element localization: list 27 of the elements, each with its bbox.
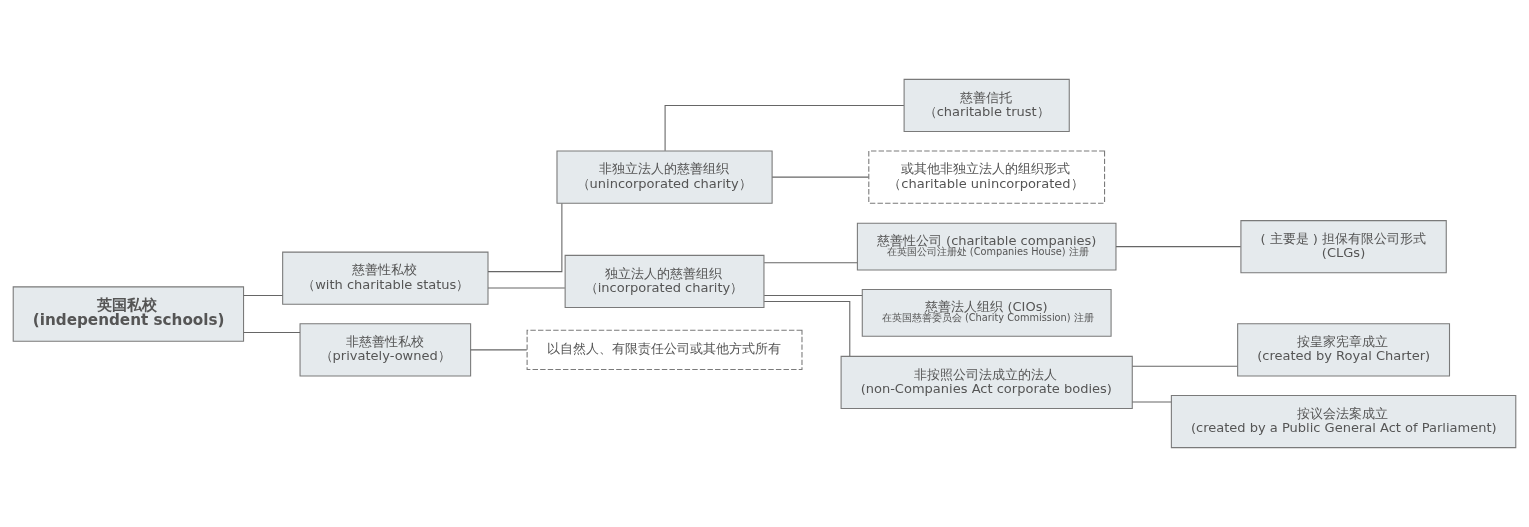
node-box: 独立法人的慈善组织 （incorporated charity） bbox=[564, 254, 765, 309]
connector bbox=[763, 295, 863, 297]
node-box: 或其他非独立法人的组织形式 （charitable unincorporated） bbox=[868, 150, 1106, 204]
node-box: 按议会法案成立 (created by a Public General Act of Parliament) bbox=[1170, 394, 1517, 449]
connector bbox=[664, 104, 905, 152]
connector bbox=[771, 176, 870, 178]
node-box: 慈善性私校 （with charitable status） bbox=[282, 251, 489, 305]
connector bbox=[1115, 246, 1242, 248]
node-box: 按皇家宪章成立 (created by Royal Charter) bbox=[1237, 323, 1451, 377]
connector bbox=[487, 202, 563, 273]
node-box: 非按照公司法成立的法人 (non-Companies Act corporate bodies) bbox=[840, 355, 1133, 410]
connector bbox=[763, 301, 851, 357]
connector bbox=[1131, 365, 1238, 367]
connector bbox=[487, 287, 566, 289]
connector bbox=[470, 349, 528, 351]
node-box: 慈善性公司 (charitable companies) 在英国公司注册处 (Companies House) 注册 bbox=[856, 222, 1117, 271]
connector bbox=[243, 331, 301, 334]
node-box: 英国私校 (independent schools) bbox=[12, 286, 245, 342]
connector bbox=[243, 295, 284, 297]
node-box: 非独立法人的慈善组织 （unincorporated charity） bbox=[556, 150, 773, 204]
node-box: 慈善法人组织 (CIOs) 在英国慈善委员会 (Charity Commission) 注册 bbox=[861, 289, 1112, 337]
connector bbox=[1131, 401, 1172, 403]
connector bbox=[763, 262, 858, 264]
node-box: 非慈善性私校 （privately-owned） bbox=[299, 323, 472, 377]
node-box: 以自然人、有限责任公司或其他方式所有 bbox=[526, 329, 803, 370]
node-box: ( 主要是 ) 担保有限公司形式 (CLGs) bbox=[1240, 220, 1447, 274]
node-box: 慈善信托 （charitable trust） bbox=[903, 78, 1070, 133]
